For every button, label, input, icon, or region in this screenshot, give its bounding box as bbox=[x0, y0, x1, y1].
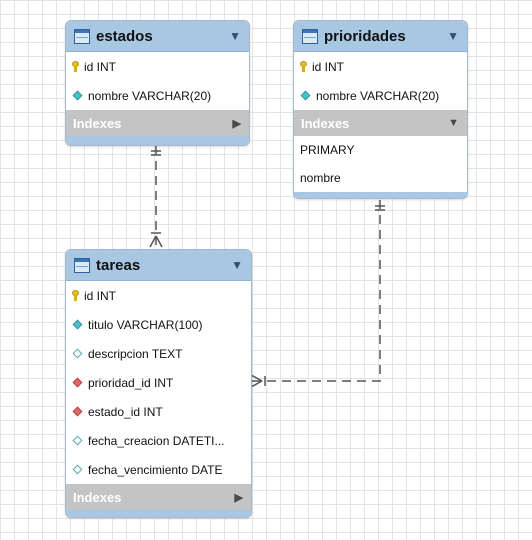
column-row[interactable]: nombre VARCHAR(20) bbox=[66, 81, 249, 110]
nullable-column-icon bbox=[72, 348, 83, 359]
indexes-section[interactable]: Indexes ▶ bbox=[66, 484, 251, 510]
column-row[interactable]: id INT bbox=[66, 281, 251, 310]
table-estados[interactable]: estados ▼ id INT nombre VARCHAR(20) Inde… bbox=[65, 20, 250, 146]
table-footer bbox=[66, 510, 251, 517]
indexes-section[interactable]: Indexes ▼ bbox=[294, 110, 467, 136]
column-row[interactable]: fecha_creacion DATETI... bbox=[66, 426, 251, 455]
table-tareas[interactable]: tareas ▼ id INT titulo VARCHAR(100) desc… bbox=[65, 249, 252, 518]
collapse-arrow-icon[interactable]: ▼ bbox=[229, 29, 241, 43]
table-icon bbox=[302, 28, 318, 44]
table-header[interactable]: tareas ▼ bbox=[66, 250, 251, 281]
column-label: id INT bbox=[84, 288, 117, 303]
not-null-column-icon bbox=[72, 319, 83, 330]
column-label: titulo VARCHAR(100) bbox=[88, 317, 203, 332]
index-label: PRIMARY bbox=[300, 143, 355, 157]
collapse-arrow-icon[interactable]: ▼ bbox=[448, 117, 459, 129]
column-row[interactable]: titulo VARCHAR(100) bbox=[66, 310, 251, 339]
not-null-column-icon bbox=[300, 90, 311, 101]
collapse-arrow-icon[interactable]: ▼ bbox=[447, 29, 459, 43]
column-row[interactable]: descripcion TEXT bbox=[66, 339, 251, 368]
nullable-column-icon bbox=[72, 464, 83, 475]
indexes-label: Indexes bbox=[301, 115, 350, 131]
indexes-section[interactable]: Indexes ▶ bbox=[66, 110, 249, 136]
index-label: nombre bbox=[300, 171, 341, 185]
not-null-column-icon bbox=[72, 90, 83, 101]
primary-key-icon bbox=[72, 61, 79, 72]
column-row[interactable]: fecha_vencimiento DATE bbox=[66, 455, 251, 484]
table-footer bbox=[66, 136, 249, 145]
collapse-arrow-icon[interactable]: ▼ bbox=[231, 258, 243, 272]
column-label: descripcion TEXT bbox=[88, 346, 183, 361]
relationship-estados-tareas[interactable] bbox=[149, 146, 163, 248]
expand-arrow-icon[interactable]: ▶ bbox=[234, 491, 243, 504]
table-prioridades[interactable]: prioridades ▼ id INT nombre VARCHAR(20) … bbox=[293, 20, 468, 199]
table-name: tareas bbox=[96, 256, 141, 274]
index-row[interactable]: nombre bbox=[294, 164, 467, 192]
table-icon bbox=[74, 257, 90, 273]
column-label: nombre VARCHAR(20) bbox=[88, 88, 212, 103]
column-label: prioridad_id INT bbox=[88, 375, 174, 390]
expand-arrow-icon[interactable]: ▶ bbox=[232, 117, 241, 130]
column-label: fecha_vencimiento DATE bbox=[88, 462, 223, 477]
table-footer bbox=[294, 192, 467, 198]
column-row[interactable]: id INT bbox=[66, 52, 249, 81]
foreign-key-icon bbox=[72, 377, 83, 388]
primary-key-icon bbox=[72, 290, 79, 301]
foreign-key-icon bbox=[72, 406, 83, 417]
table-icon bbox=[74, 28, 90, 44]
column-label: fecha_creacion DATETI... bbox=[88, 433, 225, 448]
column-row[interactable]: nombre VARCHAR(20) bbox=[294, 81, 467, 110]
primary-key-icon bbox=[300, 61, 307, 72]
column-label: estado_id INT bbox=[88, 404, 163, 419]
column-row[interactable]: id INT bbox=[294, 52, 467, 81]
column-label: nombre VARCHAR(20) bbox=[316, 88, 440, 103]
table-header[interactable]: prioridades ▼ bbox=[294, 21, 467, 52]
column-label: id INT bbox=[84, 59, 117, 74]
table-header[interactable]: estados ▼ bbox=[66, 21, 249, 52]
table-name: prioridades bbox=[324, 27, 406, 45]
column-row[interactable]: estado_id INT bbox=[66, 397, 251, 426]
indexes-label: Indexes bbox=[73, 489, 122, 505]
column-label: id INT bbox=[312, 59, 345, 74]
table-name: estados bbox=[96, 27, 153, 45]
relationship-prioridades-tareas[interactable] bbox=[250, 200, 385, 388]
index-row[interactable]: PRIMARY bbox=[294, 136, 467, 164]
nullable-column-icon bbox=[72, 435, 83, 446]
indexes-label: Indexes bbox=[73, 115, 122, 131]
column-row[interactable]: prioridad_id INT bbox=[66, 368, 251, 397]
